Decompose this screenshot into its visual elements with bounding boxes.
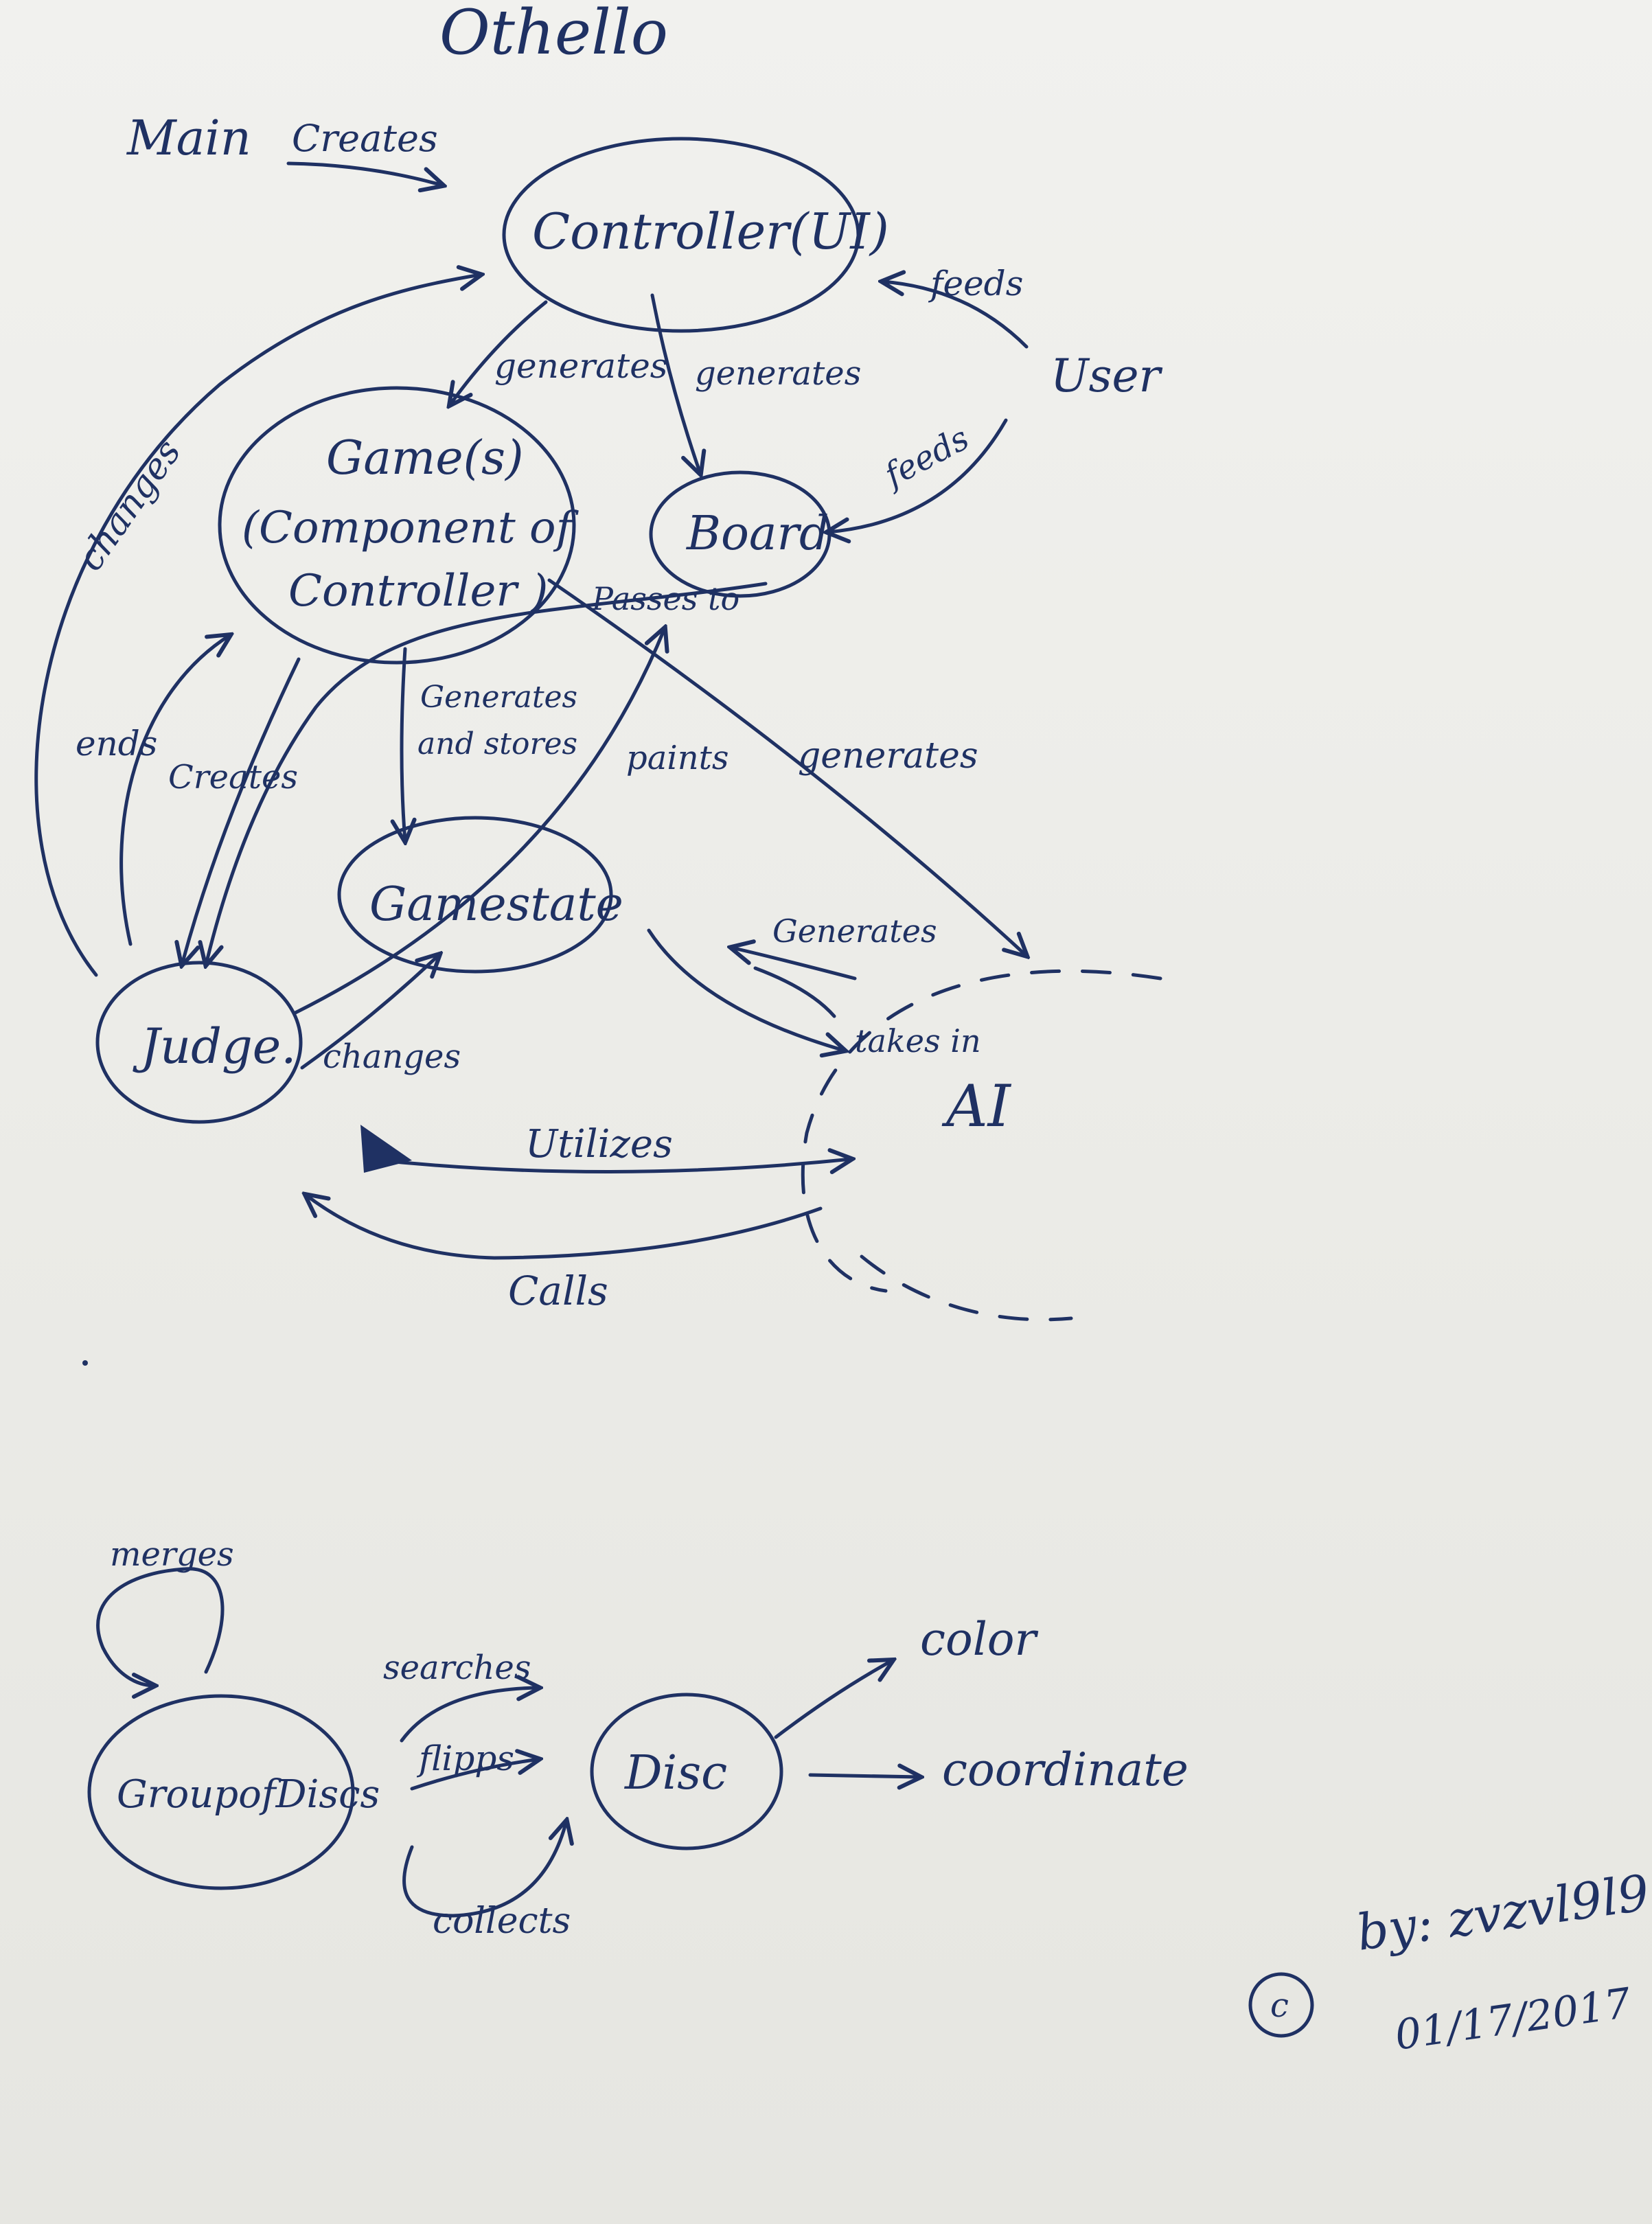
controller-label: Controller(UI) xyxy=(532,203,889,260)
utilizes-label: Utilizes xyxy=(525,1122,673,1167)
ai-takes-in-label: takes in xyxy=(855,1022,981,1059)
game-node xyxy=(218,386,576,665)
game-label-line3: Controller ) xyxy=(288,566,548,617)
disc-color-arrow xyxy=(774,1660,893,1739)
user-label: User xyxy=(1051,349,1163,402)
calls-arrow xyxy=(306,1195,823,1260)
utilizes-arrow xyxy=(365,1159,851,1172)
game-generates-gamestate-label-2: and stores xyxy=(417,726,577,761)
game-label-line1: Game(s) xyxy=(326,431,524,485)
controller-generates-game-arrow xyxy=(450,300,548,405)
judge-ends-game-label: ends xyxy=(76,724,157,764)
user-feeds-board-label: feeds xyxy=(877,419,976,496)
ai-node-outline xyxy=(801,969,1162,1293)
game-creates-judge-label: Creates xyxy=(168,758,298,796)
board-node xyxy=(649,470,831,598)
game-generates-ai-label: generates xyxy=(798,735,978,777)
user-feeds-controller-arrow xyxy=(882,282,1029,349)
copyright-symbol-circle xyxy=(1248,1972,1314,2038)
ai-label: AI xyxy=(941,1073,1012,1140)
copyright-symbol-letter: c xyxy=(1270,1986,1289,2025)
coordinate-label: coordinate xyxy=(942,1743,1189,1796)
gamestate-takes-in-arrow xyxy=(647,928,845,1051)
board-passes-to-judge-arrow xyxy=(206,582,768,965)
merges-self-loop-arrow xyxy=(96,1567,225,1686)
main-label: Main xyxy=(126,110,251,166)
utilizes-arrowhead-filled xyxy=(360,1125,412,1173)
searches-label: searches xyxy=(383,1649,531,1687)
flipps-arrow xyxy=(410,1759,539,1791)
game-generates-ai-arrow xyxy=(547,578,1026,956)
merges-label: merges xyxy=(110,1535,234,1574)
controller-generates-board-label: generates xyxy=(695,354,861,393)
board-passes-to-label: Passes to xyxy=(591,580,739,617)
judge-changes-gamestate-label: changes xyxy=(323,1038,461,1076)
game-creates-judge-arrow xyxy=(182,657,301,965)
stray-ink-dot xyxy=(82,1360,88,1366)
disc-coordinate-arrow xyxy=(808,1775,920,1777)
gamestate-label: Gamestate xyxy=(369,878,623,932)
main-creates-arrow xyxy=(286,161,443,185)
calls-label: Calls xyxy=(508,1268,608,1314)
game-generates-gamestate-arrow xyxy=(402,647,405,841)
controller-generates-game-label: generates xyxy=(494,346,667,386)
groupofdiscs-label: GroupofDiscs xyxy=(117,1772,380,1817)
judge-changes-controller-label: changes xyxy=(69,433,189,579)
judge-changes-gamestate-arrow xyxy=(300,954,439,1070)
groupofdiscs-node xyxy=(87,1694,355,1890)
ai-node-outline-bottom xyxy=(860,1254,1073,1322)
ai-generates-gamestate-arrow xyxy=(731,948,857,981)
judge-ends-game-arrow xyxy=(119,635,230,946)
judge-label: Judge. xyxy=(133,1018,296,1075)
main-creates-label: Creates xyxy=(292,117,438,160)
game-label-line2: (Component of xyxy=(242,503,580,553)
disc-label: Disc xyxy=(623,1746,727,1800)
color-label: color xyxy=(920,1613,1039,1666)
gamestate-node xyxy=(337,816,613,974)
board-label: Board xyxy=(685,507,829,561)
ai-generates-gamestate-return xyxy=(753,966,836,1018)
game-generates-gamestate-label: Generates xyxy=(420,680,577,715)
collects-arrow xyxy=(402,1821,566,1918)
ai-generates-gamestate-label: Generates xyxy=(772,913,937,950)
gamestate-paints-board-label: paints xyxy=(626,739,729,777)
searches-arrow xyxy=(400,1688,539,1743)
user-feeds-board-arrow xyxy=(827,418,1008,532)
user-feeds-controller-label: feeds xyxy=(928,264,1023,303)
disc-node xyxy=(590,1693,783,1850)
judge-changes-controller-arrow xyxy=(34,275,481,977)
controller-generates-board-arrow xyxy=(650,293,700,474)
controller-node xyxy=(502,137,860,333)
judge-node xyxy=(95,961,303,1124)
gamestate-paints-board-arrow xyxy=(293,628,665,1015)
collects-label: collects xyxy=(433,1901,571,1942)
signature-author: by: zvzvl9l9 xyxy=(1353,1864,1652,1962)
diagram-title: Othello xyxy=(439,0,668,69)
signature-date: 01/17/2017 xyxy=(1392,1979,1634,2060)
